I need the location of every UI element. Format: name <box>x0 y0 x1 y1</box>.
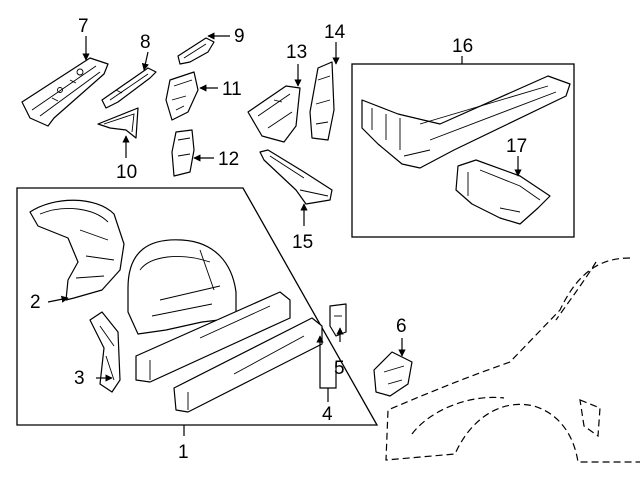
part-9-plate <box>177 37 215 65</box>
callout-11: 11 <box>222 79 242 100</box>
part-2-wheelhouse <box>29 199 125 301</box>
part-5-bracket <box>329 303 347 337</box>
callout-6: 6 <box>396 316 407 337</box>
part-11-bracket <box>165 71 199 121</box>
callout-16: 16 <box>452 36 473 57</box>
callout-15: 15 <box>292 232 313 253</box>
callout-10: 10 <box>116 162 137 183</box>
callout-4: 4 <box>322 404 333 425</box>
part-3-strut <box>89 311 121 393</box>
part-6-bracket <box>373 351 413 397</box>
callout-9: 9 <box>234 26 245 47</box>
part-8-bracket <box>101 67 157 109</box>
part-16-frame-rail <box>361 75 571 169</box>
leader-lines <box>47 32 522 436</box>
callout-13: 13 <box>286 42 307 63</box>
assembly-16-frame <box>351 63 575 238</box>
callout-5: 5 <box>334 358 345 379</box>
fender-outline <box>385 257 640 463</box>
callout-12: 12 <box>218 149 239 170</box>
assembly-1-frame <box>16 187 379 426</box>
part-1-apron-assembly <box>127 239 323 413</box>
callout-8: 8 <box>140 32 151 53</box>
callout-2: 2 <box>30 292 41 313</box>
callout-14: 14 <box>324 22 346 43</box>
part-13-reinforcement <box>247 85 301 143</box>
part-17-bracket <box>455 159 551 225</box>
callout-17: 17 <box>506 136 527 157</box>
part-10-gusset <box>97 107 139 139</box>
callout-7: 7 <box>78 16 89 37</box>
callout-3: 3 <box>74 368 85 389</box>
part-14-pillar <box>309 61 335 141</box>
callout-1: 1 <box>178 442 189 463</box>
part-12-panel <box>171 129 195 177</box>
part-15-brace <box>259 149 333 205</box>
part-7-upper-rail <box>21 57 109 127</box>
